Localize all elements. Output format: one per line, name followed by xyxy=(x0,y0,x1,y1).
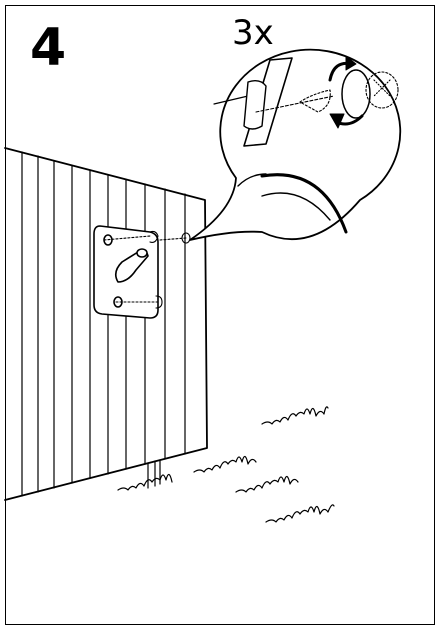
callout-bubble xyxy=(189,48,402,241)
step-number: 4 xyxy=(30,18,67,78)
screw xyxy=(103,230,191,309)
wall-bracket xyxy=(93,225,159,319)
fence-panel xyxy=(4,147,208,501)
grass-icon xyxy=(117,406,335,523)
screw xyxy=(255,69,399,119)
page-border xyxy=(5,5,435,625)
rotate-arrow-icon xyxy=(328,55,364,129)
quantity-label: 3x xyxy=(232,13,274,53)
